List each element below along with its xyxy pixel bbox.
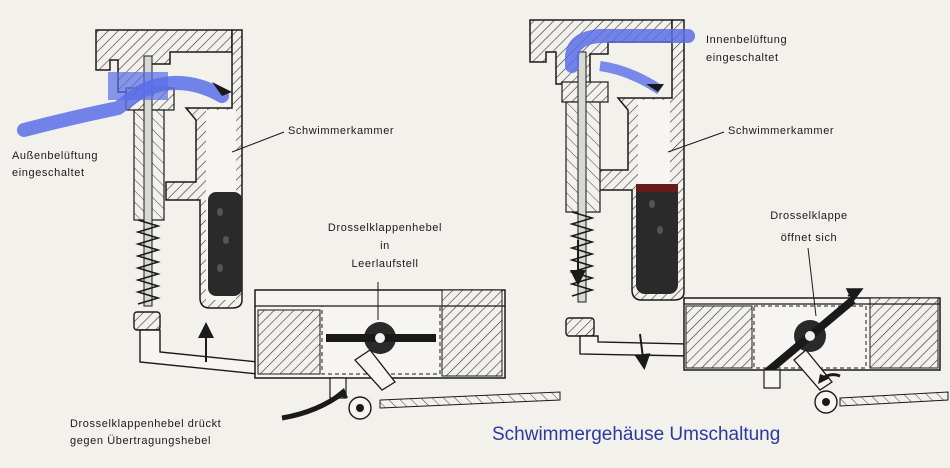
left-lever-label-1: Drosselklappenhebel	[327, 222, 443, 234]
right-carburetor	[529, 19, 949, 414]
right-throttle-plate	[764, 296, 856, 376]
left-float	[208, 192, 242, 296]
right-air-arrow	[565, 29, 695, 73]
left-push-label-2: gegen Übertragungshebel	[70, 435, 212, 447]
right-vent-label-1: Innenbelüftung	[706, 34, 788, 46]
left-lever-label-3: Leerlaufstell	[351, 258, 419, 270]
right-linkage-lever	[579, 335, 691, 357]
left-throttle-plate	[326, 322, 436, 354]
left-push-label-1: Drosselklappenhebel drückt	[70, 418, 222, 430]
left-lever-label-2: in	[380, 240, 390, 252]
left-vent-label-2: eingeschaltet	[12, 167, 85, 179]
right-spindle	[577, 51, 587, 303]
left-spindle	[143, 55, 153, 307]
right-vent-label-2: eingeschaltet	[706, 52, 779, 64]
left-vent-label-1: Außenbelüftung	[12, 150, 99, 162]
right-bottom-nut	[565, 317, 595, 337]
diagram-caption: Schwimmergehäuse Umschaltung	[492, 424, 781, 445]
left-lower-link	[354, 349, 396, 391]
right-float	[636, 184, 678, 294]
right-chamber-label: Schwimmerkammer	[728, 125, 835, 137]
left-spring	[135, 219, 161, 305]
left-bottom-nut	[133, 311, 161, 331]
left-linkage-lever	[139, 329, 259, 375]
right-valve-label-2: öffnet sich	[780, 232, 838, 244]
left-carburetor	[17, 29, 561, 421]
right-valve-label-1: Drosselklappe	[770, 210, 848, 222]
left-chamber-label: Schwimmerkammer	[288, 125, 395, 137]
